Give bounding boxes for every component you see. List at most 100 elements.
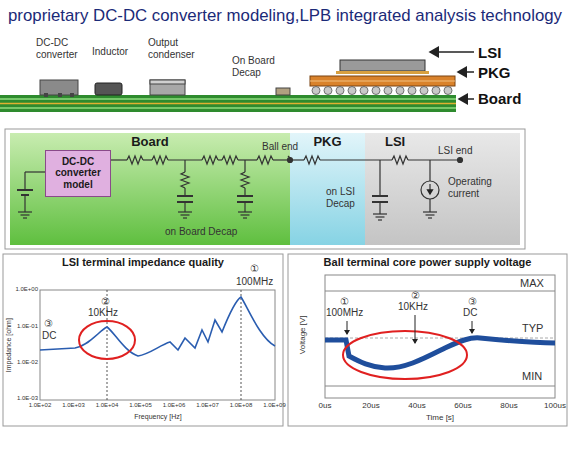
board-cross-section <box>0 98 456 100</box>
lsi-package-stack <box>336 71 429 74</box>
node-label: LSI terminal impedance quality <box>3 254 283 269</box>
text-label: 10KHz <box>88 307 118 319</box>
solder-ball <box>360 87 368 95</box>
ground-symbol <box>423 211 437 212</box>
circuit-wire <box>408 159 460 160</box>
resistor-symbol <box>304 156 320 164</box>
capacitor-symbol <box>372 195 388 197</box>
circuit-wire <box>238 159 257 160</box>
circuit-wire <box>218 159 222 160</box>
board-cross-section <box>0 95 456 112</box>
text-label: on Board Decap <box>165 226 237 238</box>
impedance-chart <box>79 321 135 359</box>
capacitor-symbol <box>237 195 253 197</box>
impedance-chart <box>241 290 242 400</box>
schematic-frame <box>10 133 290 245</box>
ground-symbol <box>241 214 250 215</box>
text-label: Ball end <box>262 141 298 153</box>
voltage-chart <box>325 291 555 292</box>
text-label: 10KHz <box>398 301 428 313</box>
resistor-symbol <box>181 172 189 188</box>
circuit-wire <box>24 195 25 212</box>
node-label: Board <box>10 133 290 150</box>
circuit-wire <box>288 156 290 158</box>
text-label: ① <box>250 263 259 275</box>
lsi-package-stack <box>310 81 455 82</box>
tick-label: 100us <box>544 401 566 411</box>
solder-ball <box>396 87 404 95</box>
board-cross-section <box>0 103 456 105</box>
voltage-chart <box>347 321 348 334</box>
text-label: LSI end <box>438 145 472 157</box>
current-source <box>429 184 430 194</box>
node-label: PKG <box>290 133 365 150</box>
resistor-symbol <box>222 156 238 164</box>
axis-title: Impedance [ohm] <box>5 318 13 372</box>
text-label: DC-DC converter <box>36 37 96 61</box>
ground-symbol <box>178 211 192 212</box>
solder-ball <box>372 87 380 95</box>
text-label: Inductor <box>92 46 128 58</box>
tick-label: 1.0E-01 <box>17 323 38 330</box>
lsi-package-stack <box>340 60 425 71</box>
output-condenser-part <box>150 80 185 95</box>
node-label: Ball terminal core power supply voltage <box>288 254 567 269</box>
converter-model-box: DC-DC converter model <box>45 150 111 197</box>
resistor-symbol <box>257 156 273 164</box>
ground-symbol <box>378 219 382 220</box>
text-label: Operating current <box>448 176 510 200</box>
dc-dc-converter-part <box>40 80 78 95</box>
impedance-chart <box>40 297 275 356</box>
circuit-wire <box>143 159 152 160</box>
ground-symbol <box>426 214 435 215</box>
tick-label: 1.0E+03 <box>62 402 85 409</box>
ground-symbol <box>376 216 385 217</box>
schematic-frame <box>290 133 365 245</box>
circuit-wire <box>244 202 245 212</box>
resistor-symbol <box>152 156 168 164</box>
resistor-symbol <box>241 172 249 188</box>
circuit-wire <box>25 171 45 172</box>
voltage-chart <box>415 315 416 343</box>
circuit-wire <box>244 160 245 172</box>
tick-label: 1.0E+09 <box>263 402 286 409</box>
lsi-package-stack <box>310 76 455 86</box>
ground-symbol <box>183 217 187 218</box>
resistor-symbol <box>127 156 143 164</box>
ground-symbol <box>243 217 247 218</box>
tick-label: 1.0E+07 <box>196 402 219 409</box>
circuit-wire <box>379 202 380 214</box>
ground-symbol <box>238 211 252 212</box>
tick-label: 80us <box>500 401 517 411</box>
lsi-package-stack <box>310 60 455 86</box>
tick-label: 60us <box>454 401 471 411</box>
tick-label: 1.0E-02 <box>17 359 38 366</box>
ground-symbol <box>21 214 30 215</box>
voltage-chart <box>472 321 473 333</box>
dc-dc-converter-part <box>70 93 74 97</box>
tick-label: 0us <box>319 401 332 411</box>
text-label: on LSI Decap <box>326 186 366 210</box>
resistor-symbol <box>202 156 218 164</box>
text-label: ② <box>101 296 110 308</box>
axis-title: Voltage [V] <box>297 316 307 355</box>
circuit-wire <box>24 172 25 190</box>
circuit-wire <box>244 188 245 196</box>
tick-label: Time [s] <box>426 413 454 423</box>
text-label: 100MHz <box>236 276 273 288</box>
impedance-chart <box>40 290 275 400</box>
inductor-part <box>95 83 122 95</box>
terminal-dot <box>458 158 463 163</box>
solder-ball <box>420 87 428 95</box>
text-label: DC <box>463 307 477 319</box>
output-condenser-part <box>150 80 185 84</box>
text-label: ① <box>340 296 349 308</box>
voltage-chart <box>325 338 555 368</box>
chart-panel <box>3 254 567 426</box>
solder-ball <box>324 87 332 95</box>
circuit-wire <box>111 159 127 160</box>
resistor-symbol <box>392 156 408 164</box>
solder-ball <box>348 87 356 95</box>
battery-symbol <box>17 189 33 191</box>
